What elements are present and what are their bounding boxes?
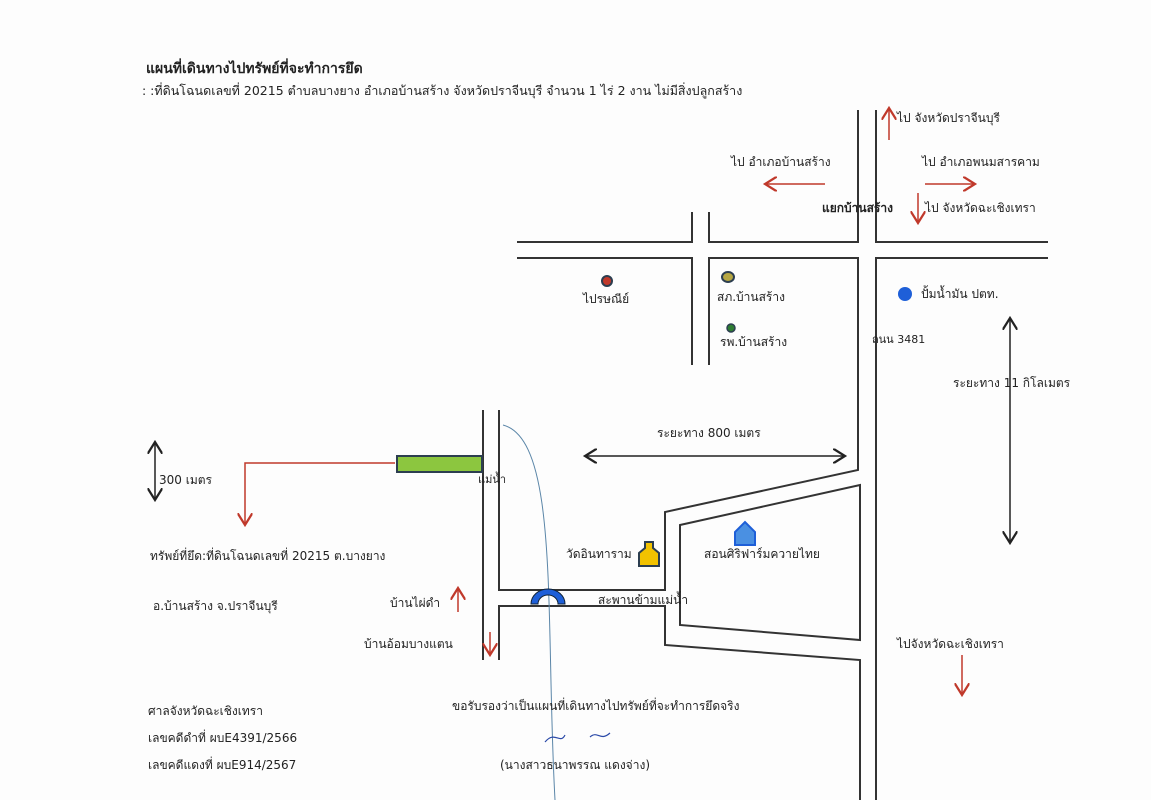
label-to-ban-sang: ไป อำเภอบ้านสร้าง (731, 155, 831, 169)
black-case-number: เลขคดีดำที่ ผบE4391/2566 (148, 731, 298, 745)
label-ban-om: บ้านอ้อมบางแตน (364, 637, 453, 651)
label-to-chachoengsao-top: ไป จังหวัดฉะเชิงเทรา (925, 201, 1036, 215)
label-distance-300: 300 เมตร (159, 473, 212, 487)
label-distance-km: ระยะทาง 11 กิโลเมตร (953, 376, 1071, 390)
school-icon (734, 520, 756, 546)
bridge-icon (530, 588, 566, 605)
label-police: สภ.บ้านสร้าง (717, 290, 785, 304)
property-plot (396, 455, 483, 473)
red-case-number: เลขคดีแดงที่ ผบE914/2567 (148, 758, 297, 772)
label-hospital: รพ.บ้านสร้าง (720, 335, 788, 349)
post-office-marker (601, 275, 613, 287)
label-road: ถนน 3481 (872, 333, 926, 346)
hospital-marker (726, 323, 736, 333)
signer-name: (นางสาวธนาพรรณ แดงจ่าง) (500, 758, 650, 772)
label-distance-800: ระยะทาง 800 เมตร (657, 426, 761, 440)
label-school: สอนศิริฟาร์มควายไทย (704, 547, 820, 561)
police-marker (721, 271, 735, 283)
court-name: ศาลจังหวัดฉะเชิงเทรา (148, 704, 263, 718)
label-junction: แยกบ้านสร้าง (822, 201, 893, 215)
label-bridge: สะพานข้ามแม่น้ำ (598, 593, 689, 607)
certification-text: ขอรับรองว่าเป็นแผนที่เดินทางไปทรัพย์ที่จ… (452, 699, 740, 713)
signature (544, 732, 611, 743)
map-title: แผนที่เดินทางไปทรัพย์ที่จะทำการยึด (146, 61, 363, 77)
label-post-office: ไปรษณีย์ (583, 292, 630, 306)
label-gas-station: ปั้มน้ำมัน ปตท. (921, 287, 999, 301)
roads (482, 110, 1048, 800)
label-to-phanom-sarakham: ไป อำเภอพนมสารคาม (922, 155, 1040, 169)
property-description-2: อ.บ้านสร้าง จ.ปราจีนบุรี (153, 599, 278, 613)
label-ban-mai-dam: บ้านไผ่ดำ (390, 596, 441, 610)
temple-icon (638, 541, 660, 567)
label-temple: วัดอินทาราม (566, 547, 632, 561)
map-subtitle: : :ที่ดินโฉนดเลขที่ 20215 ตำบลบางยาง อำเ… (142, 83, 743, 98)
river-line (502, 424, 556, 800)
direction-arrows (245, 108, 975, 695)
label-to-prachinburi: ไป จังหวัดปราจีนบุรี (897, 111, 1000, 125)
gas-station-marker (898, 287, 912, 301)
distance-arrows (155, 318, 1010, 543)
label-to-chachoengsao-bottom: ไปจังหวัดฉะเชิงเทรา (897, 637, 1004, 651)
property-description-1: ทรัพย์ที่ยึด:ที่ดินโฉนดเลขที่ 20215 ต.บา… (150, 549, 386, 563)
label-river: แม่น้ำ (478, 473, 507, 486)
